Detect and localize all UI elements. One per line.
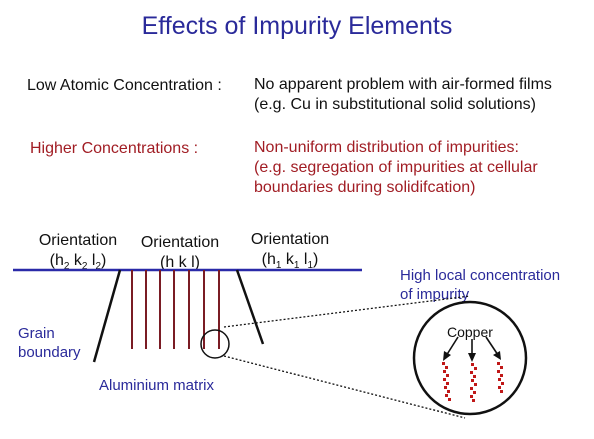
copper-dots-middle	[470, 363, 477, 402]
higher-concentration-line-1: Non-uniform distribution of impurities:	[254, 139, 519, 156]
aluminium-matrix-label: Aluminium matrix	[99, 377, 215, 394]
magnifier-small-circle	[200, 329, 230, 359]
grain-boundary-left-line	[92, 269, 122, 363]
higher-concentration-line-3: boundaries during solidifcation)	[254, 179, 476, 196]
low-concentration-text: No apparent problem with air-formed film…	[254, 75, 552, 115]
orientation-center-word: Orientation	[140, 234, 220, 251]
grain-boundary-line-1: Grain	[18, 325, 55, 342]
copper-dots-right	[497, 362, 504, 393]
copper-label: Copper	[447, 324, 493, 340]
zoom-line-bottom	[223, 355, 466, 419]
low-concentration-line-2: (e.g. Cu in substitutional solid solutio…	[254, 96, 536, 113]
grain-boundary-line-2: boundary	[18, 344, 81, 361]
copper-dots-left	[442, 362, 451, 401]
copper-arrowhead-right	[493, 351, 501, 360]
orientation-right-indices: (h1 k1 l1)	[261, 251, 319, 272]
grain-boundary-right-line	[235, 269, 265, 345]
low-concentration-line-1: No apparent problem with air-formed film…	[254, 76, 552, 93]
orientation-right: Orientation (h1 k1 l1)	[240, 230, 340, 276]
orientation-right-word: Orientation	[250, 231, 330, 248]
zoom-line-top	[223, 295, 471, 328]
copper-arrowhead-middle	[468, 353, 476, 362]
higher-concentration-text: Non-uniform distribution of impurities: …	[254, 138, 538, 198]
grain-boundary-label: Grain boundary	[18, 324, 81, 362]
impurity-label-line-1: High local concentration	[400, 267, 561, 284]
orientation-center: Orientation (h k l)	[130, 233, 230, 273]
copper-arrow-right	[485, 336, 499, 356]
magnifier-large-circle	[412, 300, 528, 416]
page-title: Effects of Impurity Elements	[141, 12, 453, 40]
orientation-left-indices: (h2 k2 l2)	[49, 252, 107, 273]
orientation-center-indices: (h k l)	[160, 254, 200, 271]
higher-concentration-label: Higher Concentrations :	[30, 140, 199, 157]
orientation-left-word: Orientation	[38, 232, 118, 249]
orientation-left: Orientation (h2 k2 l2)	[28, 231, 128, 277]
copper-arrow-left	[445, 336, 459, 357]
higher-concentration-line-2: (e.g. segregation of impurities at cellu…	[254, 159, 538, 176]
copper-arrowhead-left	[443, 351, 451, 361]
low-concentration-label: Low Atomic Concentration :	[27, 77, 222, 94]
